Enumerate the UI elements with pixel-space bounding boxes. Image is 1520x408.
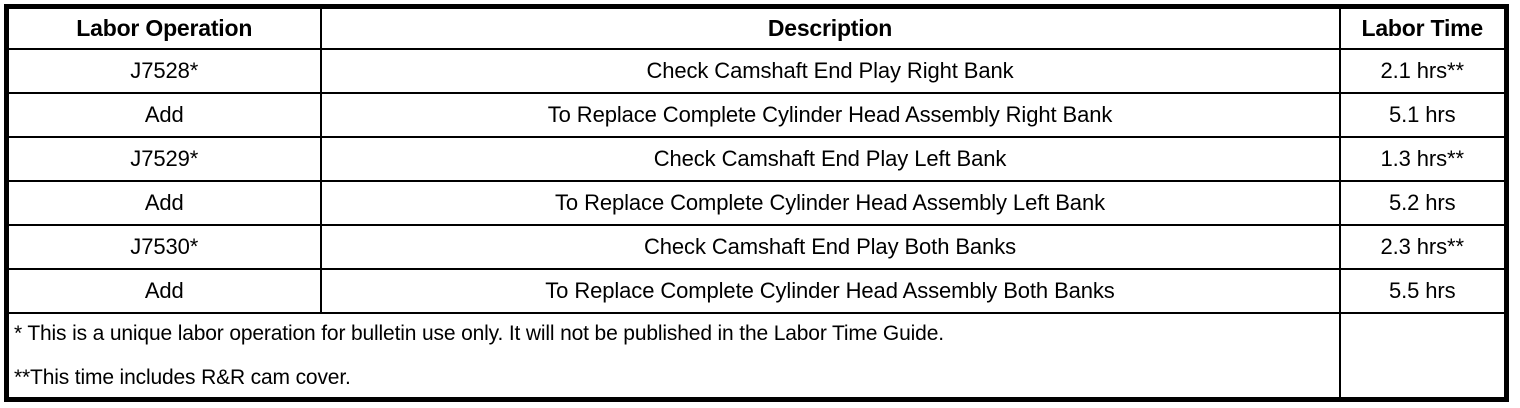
- cell-labor-time: 2.3 hrs**: [1338, 224, 1508, 271]
- cell-description: Check Camshaft End Play Left Bank: [319, 136, 1341, 183]
- column-header-description: Description: [319, 5, 1341, 51]
- cell-labor-operation: Add: [5, 180, 322, 227]
- column-header-labor-operation: Labor Operation: [5, 5, 322, 51]
- footnote-single-asterisk: * This is a unique labor operation for b…: [14, 322, 944, 346]
- cell-labor-time: 2.1 hrs**: [1338, 48, 1508, 95]
- cell-labor-operation: J7529*: [5, 136, 322, 183]
- cell-description: Check Camshaft End Play Both Banks: [319, 224, 1341, 271]
- cell-labor-operation: Add: [5, 268, 322, 315]
- cell-labor-operation: J7528*: [5, 48, 322, 95]
- cell-description: To Replace Complete Cylinder Head Assemb…: [319, 268, 1341, 315]
- footnotes-cell: * This is a unique labor operation for b…: [5, 312, 1341, 401]
- table-header-row: Labor Operation Description Labor Time: [5, 5, 1508, 51]
- cell-description: To Replace Complete Cylinder Head Assemb…: [319, 180, 1341, 227]
- footnote-labor-time-empty-cell: [1338, 312, 1508, 401]
- cell-labor-time: 1.3 hrs**: [1338, 136, 1508, 183]
- cell-labor-time: 5.1 hrs: [1338, 92, 1508, 139]
- cell-labor-operation: J7530*: [5, 224, 322, 271]
- table-row: Add To Replace Complete Cylinder Head As…: [5, 180, 1508, 227]
- footnote-spacer: [14, 345, 1333, 367]
- table-row: Add To Replace Complete Cylinder Head As…: [5, 92, 1508, 139]
- cell-labor-time: 5.2 hrs: [1338, 180, 1508, 227]
- table-row: Add To Replace Complete Cylinder Head As…: [5, 268, 1508, 315]
- table-body: J7528* Check Camshaft End Play Right Ban…: [5, 48, 1508, 401]
- cell-description: Check Camshaft End Play Right Bank: [319, 48, 1341, 95]
- cell-labor-operation: Add: [5, 92, 322, 139]
- table-row: J7530* Check Camshaft End Play Both Bank…: [5, 224, 1508, 271]
- cell-labor-time: 5.5 hrs: [1338, 268, 1508, 315]
- labor-operation-table: Labor Operation Description Labor Time J…: [4, 4, 1509, 403]
- column-header-labor-time: Labor Time: [1338, 5, 1508, 51]
- table-row: J7528* Check Camshaft End Play Right Ban…: [5, 48, 1508, 95]
- cell-description: To Replace Complete Cylinder Head Assemb…: [319, 92, 1341, 139]
- footnote-double-asterisk: **This time includes R&R cam cover.: [14, 366, 351, 390]
- table-row: J7529* Check Camshaft End Play Left Bank…: [5, 136, 1508, 183]
- table-header: Labor Operation Description Labor Time: [5, 5, 1508, 51]
- table-footnote-row: * This is a unique labor operation for b…: [5, 312, 1508, 401]
